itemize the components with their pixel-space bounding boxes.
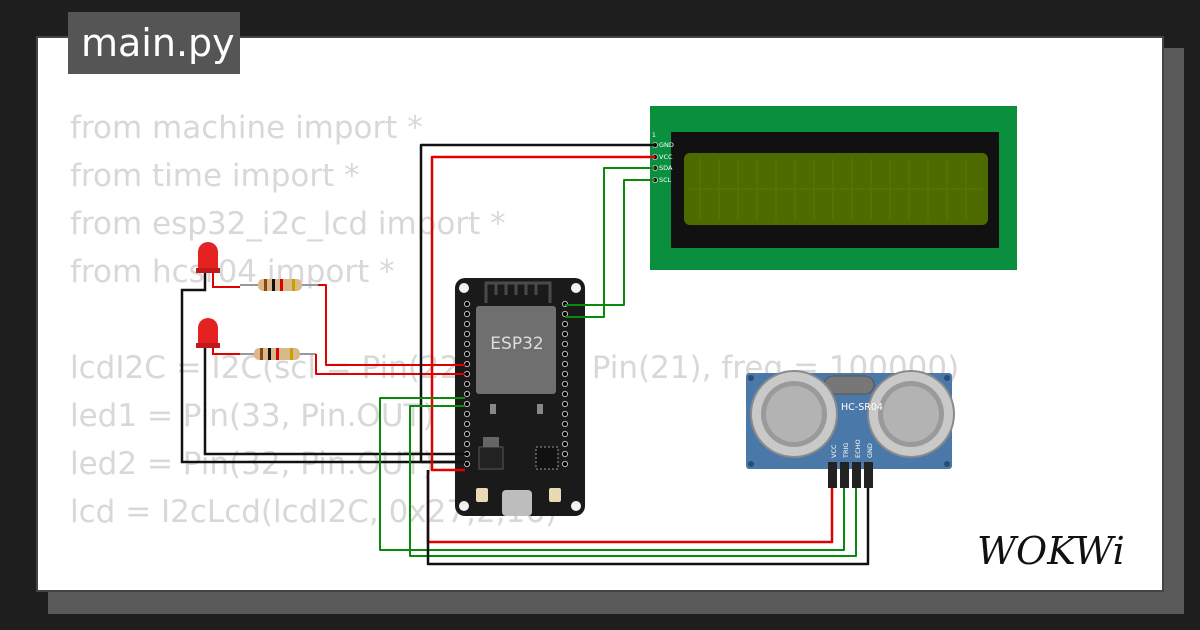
code-line: led1 = Pin(33, Pin.OUT) xyxy=(70,398,435,434)
code-line: from time import * xyxy=(70,158,360,194)
code-line: from esp32_i2c_lcd import * xyxy=(70,206,506,242)
sensor-pin-echo: ECHO xyxy=(854,439,862,458)
lcd-pin-sda: SDA xyxy=(659,164,673,172)
wokwi-logo: WOKWi xyxy=(977,529,1125,573)
code-line: from hcsr04 import * xyxy=(70,254,395,290)
wires xyxy=(315,143,870,566)
file-tab-label: main.py xyxy=(81,21,235,65)
led-1[interactable] xyxy=(180,242,465,464)
usb-port-icon xyxy=(502,490,532,516)
sensor-label: HC-SR04 xyxy=(841,402,883,413)
sensor-pin-trig: TRIG xyxy=(842,443,850,459)
ultrasonic-transducer-icon xyxy=(750,370,838,458)
ultrasonic-transducer-icon xyxy=(867,370,955,458)
file-tab[interactable]: main.py xyxy=(68,12,240,74)
lcd-pin-vcc: VCC xyxy=(659,153,673,161)
lcd-pin-gnd: GND xyxy=(659,141,674,149)
resistor-icon xyxy=(240,348,316,360)
led-2[interactable] xyxy=(196,318,465,456)
led-icon xyxy=(196,318,465,456)
sensor-pin-gnd: GND xyxy=(866,443,874,458)
lcd-pin-scl: SCL xyxy=(659,176,672,184)
code-line: led2 = Pin(32, Pin.OUT) xyxy=(70,446,435,482)
lcd-module[interactable]: 1 GND VCC SDA SCL xyxy=(650,106,1017,270)
code-preview: from machine import * from time import *… xyxy=(70,104,1093,590)
esp32-label: ESP32 xyxy=(490,334,543,354)
ultrasonic-sensor[interactable]: HC-SR04 VCC TRIG ECHO GND xyxy=(746,370,955,488)
wokwi-logo-text: WOKWi xyxy=(977,529,1125,573)
sensor-pin-vcc: VCC xyxy=(830,444,838,458)
led-icon xyxy=(180,242,465,464)
esp32-board[interactable]: ESP32 xyxy=(455,278,585,516)
code-line: from machine import * xyxy=(70,110,423,146)
resistor-icon xyxy=(240,279,318,291)
esp32-chip-icon xyxy=(476,306,556,394)
resistor-2[interactable] xyxy=(240,348,316,360)
lcd-pin1-label: 1 xyxy=(652,132,656,139)
resistor-1[interactable] xyxy=(240,279,318,291)
